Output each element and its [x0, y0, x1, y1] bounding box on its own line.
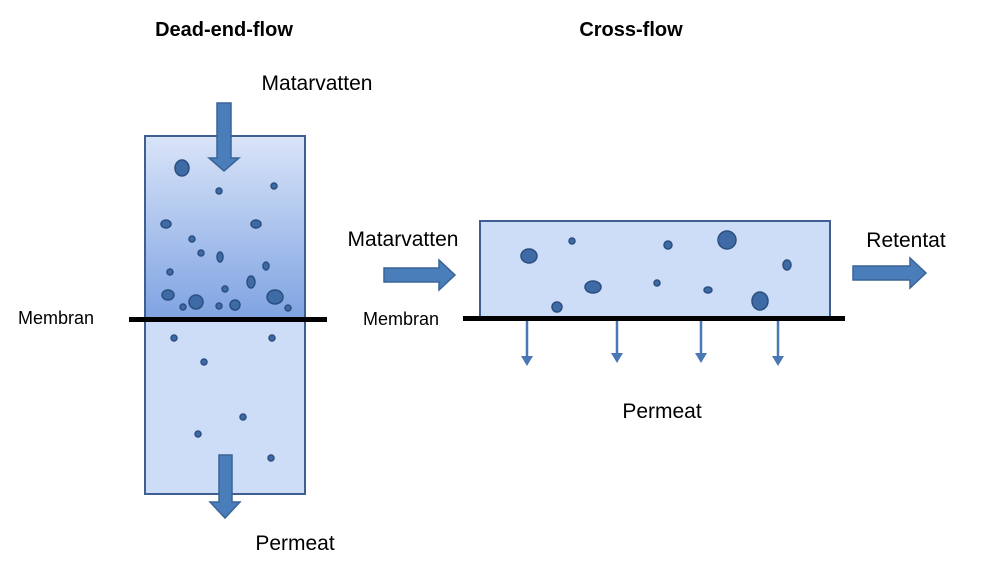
cross-flow-membrane-label: Membran	[363, 309, 439, 329]
cross-flow-title: Cross-flow	[579, 19, 683, 41]
particle	[188, 294, 204, 310]
particle	[520, 248, 538, 264]
particle	[239, 413, 247, 421]
dead-end-permeate-label: Permeat	[255, 532, 335, 555]
particle	[270, 182, 278, 190]
dead-end-permeate-particles	[170, 334, 276, 462]
dead-end-membrane-line	[129, 317, 327, 322]
cross-flow-channel	[479, 220, 831, 320]
particle	[200, 358, 208, 366]
cross-flow-diagram: Cross-flow Matarvatten Membran Retentat	[348, 19, 946, 423]
dead-end-feed-label: Matarvatten	[262, 72, 373, 95]
particle	[174, 159, 190, 177]
particle	[215, 302, 223, 310]
particle	[194, 430, 202, 438]
permeate-arrow-3	[695, 321, 707, 363]
particle	[751, 291, 769, 311]
particle	[179, 303, 187, 311]
cross-flow-retentate-label: Retentat	[866, 229, 946, 252]
particle	[653, 279, 661, 287]
dead-end-membrane-label: Membran	[18, 308, 94, 328]
particle	[160, 219, 172, 229]
particle	[229, 299, 241, 311]
dead-end-feed-arrow	[206, 102, 242, 172]
particle	[782, 259, 792, 271]
permeate-arrow-1	[521, 321, 533, 366]
particle	[266, 289, 284, 305]
cross-flow-feed-label: Matarvatten	[348, 228, 459, 251]
particle	[216, 251, 224, 263]
cross-flow-feed-arrow	[383, 258, 457, 292]
particle	[166, 268, 174, 276]
particle	[663, 240, 673, 250]
particle	[170, 334, 178, 342]
particle	[161, 289, 175, 301]
cross-flow-permeate-label: Permeat	[622, 400, 702, 423]
dead-end-diagram: Dead-end-flow Matarvatten	[18, 19, 372, 555]
permeate-arrow-4	[772, 321, 784, 366]
particle	[717, 230, 737, 250]
particle	[551, 301, 563, 313]
particle	[221, 285, 229, 293]
particle	[262, 261, 270, 271]
particle	[250, 219, 262, 229]
particle	[215, 187, 223, 195]
particle	[197, 249, 205, 257]
particle	[703, 286, 713, 294]
dead-end-permeate-arrow	[208, 454, 242, 520]
particle	[267, 454, 275, 462]
permeate-arrow-2	[611, 321, 623, 363]
particle	[584, 280, 602, 294]
cross-flow-membrane-line	[463, 316, 845, 321]
cross-flow-retentate-arrow	[852, 256, 928, 290]
particle	[188, 235, 196, 243]
dead-end-feed-particles	[160, 159, 292, 312]
cross-flow-particles	[520, 230, 792, 313]
dead-end-title: Dead-end-flow	[155, 19, 293, 41]
particle	[284, 304, 292, 312]
particle	[268, 334, 276, 342]
particle	[246, 275, 256, 289]
particle	[568, 237, 576, 245]
cross-flow-permeate-arrows	[521, 321, 784, 366]
